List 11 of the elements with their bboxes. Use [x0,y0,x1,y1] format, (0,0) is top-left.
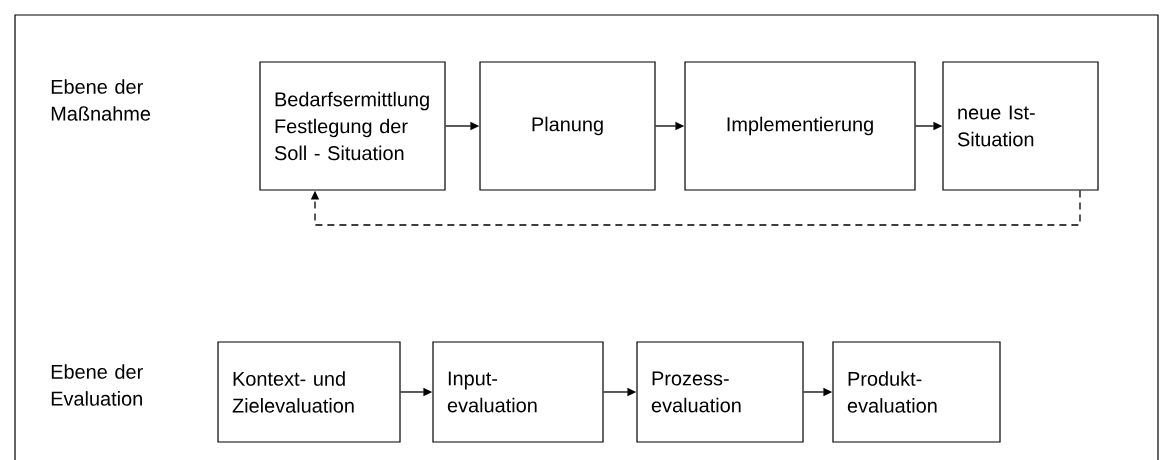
process-box: Kontext- und Zielevaluation [217,341,401,443]
process-box: Input- evaluation [432,341,604,443]
row-label: Ebene der Maßnahme [51,79,151,121]
row-label: Ebene der Evaluation [51,364,143,406]
process-box: neue Ist- Situation [942,61,1099,191]
process-box: Prozess- evaluation [636,341,804,443]
arrow [310,189,1081,226]
process-box: Produkt- evaluation [832,341,1001,443]
process-box: Implementierung [684,61,916,191]
process-box: Planung [479,61,656,191]
process-box: Bedarfsermittlung Festlegung der Soll - Situation [259,61,446,191]
